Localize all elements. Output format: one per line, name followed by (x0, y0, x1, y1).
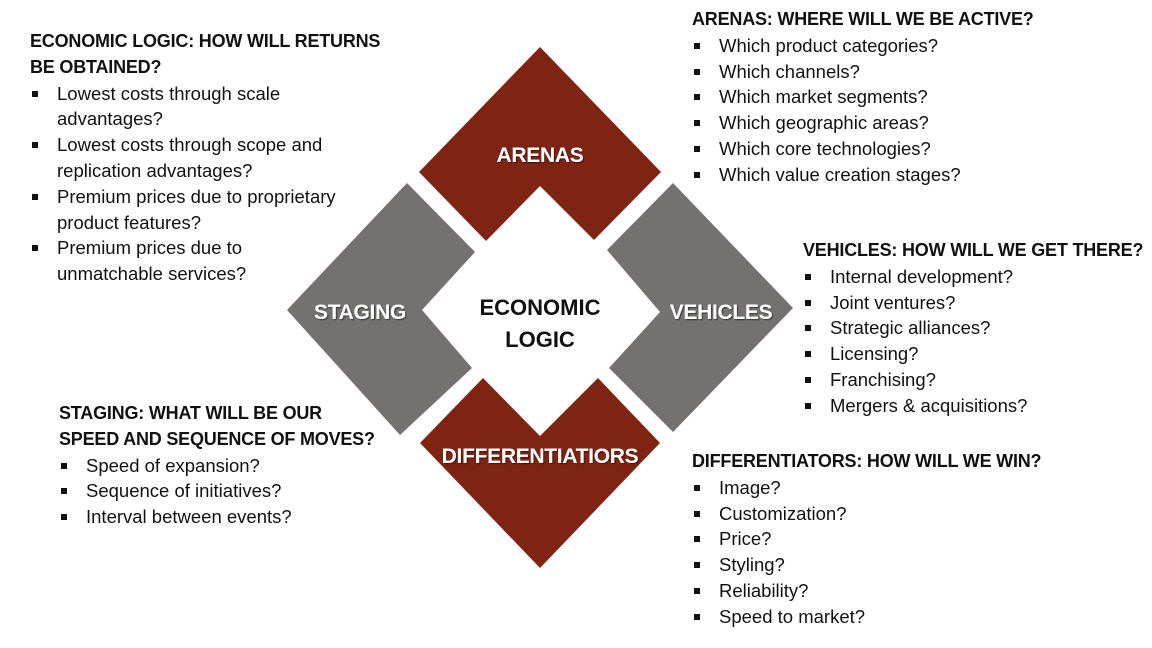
vehicles-label: VEHICLES (670, 301, 773, 324)
bullet-square-icon (32, 142, 38, 149)
vehicles-shape: VEHICLES (607, 183, 793, 432)
bullet-square-icon (805, 325, 811, 332)
vehicles-block: VEHICLES: HOW WILL WE GET THERE? Interna… (803, 238, 1152, 419)
bullet-square-icon (805, 351, 811, 358)
bullet-square-icon (694, 145, 700, 152)
list-item: Speed to market? (692, 604, 1112, 630)
staging-label: STAGING (314, 301, 406, 324)
bullet-square-icon (694, 562, 700, 569)
differentiators-block: DIFFERENTIATORS: HOW WILL WE WIN? Image?… (692, 449, 1112, 630)
list-item: Reliability? (692, 578, 1112, 604)
list-item: Which geographic areas? (692, 110, 1132, 136)
list-item: Joint ventures? (803, 290, 1152, 316)
bullet-square-icon (694, 510, 700, 517)
bullet-square-icon (694, 42, 700, 49)
bullet-square-icon (694, 484, 700, 491)
list-item: Internal development? (803, 264, 1152, 290)
list-item: Customization? (692, 501, 1112, 527)
list-item: Which value creation stages? (692, 162, 1132, 188)
bullet-square-icon (61, 462, 67, 469)
list-item: Franchising? (803, 367, 1152, 393)
staging-list: Speed of expansion? Sequence of initiati… (59, 453, 409, 530)
list-item: Sequence of initiatives? (59, 478, 409, 504)
list-item: Which product categories? (692, 33, 1132, 59)
bullet-square-icon (61, 514, 67, 521)
heading-line: BE OBTAINED? (30, 56, 162, 77)
center-label-line2: LOGIC (505, 327, 575, 352)
bullet-square-icon (694, 68, 700, 75)
staging-block: STAGING: WHAT WILL BE OUR SPEED AND SEQU… (59, 401, 409, 530)
vehicles-heading: VEHICLES: HOW WILL WE GET THERE? (803, 240, 1144, 260)
bullet-square-icon (694, 94, 700, 101)
arenas-heading: ARENAS: WHERE WILL WE BE ACTIVE? (692, 9, 1034, 29)
list-item: Strategic alliances? (803, 315, 1152, 341)
bullet-square-icon (694, 613, 700, 620)
differentiators-heading: DIFFERENTIATORS: HOW WILL WE WIN? (692, 451, 1042, 471)
bullet-square-icon (32, 193, 38, 200)
heading-line: SPEED AND SEQUENCE OF MOVES? (59, 428, 375, 449)
bullet-square-icon (805, 299, 811, 306)
list-item: Which channels? (692, 59, 1132, 85)
heading-line: STAGING: WHAT WILL BE OUR (59, 403, 322, 423)
arenas-list: Which product categories? Which channels… (692, 33, 1132, 188)
arenas-label: ARENAS (497, 144, 584, 167)
arenas-block: ARENAS: WHERE WILL WE BE ACTIVE? Which p… (692, 7, 1132, 188)
list-item: Image? (692, 475, 1112, 501)
list-item: Styling? (692, 552, 1112, 578)
list-item: Speed of expansion? (59, 453, 409, 479)
economic-logic-block: ECONOMIC LOGIC: HOW WILL RETURNS BE OBTA… (30, 29, 410, 287)
list-item: Which core technologies? (692, 136, 1132, 162)
economic-logic-heading: ECONOMIC LOGIC: HOW WILL RETURNS BE OBTA… (30, 29, 410, 81)
differentiators-label: DIFFERENTIATIORS (442, 445, 639, 468)
staging-heading: STAGING: WHAT WILL BE OUR SPEED AND SEQU… (59, 401, 409, 453)
heading-line: ECONOMIC LOGIC: HOW WILL RETURNS (30, 31, 381, 51)
list-item: Interval between events? (59, 504, 409, 530)
bullet-square-icon (694, 587, 700, 594)
bullet-square-icon (32, 245, 38, 252)
arenas-shape: ARENAS (419, 47, 661, 241)
bullet-square-icon (694, 536, 700, 543)
bullet-square-icon (805, 273, 811, 280)
list-item: Price? (692, 526, 1112, 552)
bullet-square-icon (805, 376, 811, 383)
bullet-square-icon (694, 171, 700, 178)
list-item: Mergers & acquisitions? (803, 393, 1152, 419)
staging-shape: STAGING (287, 183, 475, 435)
differentiators-list: Image? Customization? Price? Styling? Re… (692, 475, 1112, 630)
center-label-line1: ECONOMIC (480, 295, 601, 320)
bullet-square-icon (694, 120, 700, 127)
bullet-square-icon (61, 488, 67, 495)
differentiators-shape: DIFFERENTIATIORS (420, 378, 660, 568)
list-item: Licensing? (803, 341, 1152, 367)
bullet-square-icon (805, 402, 811, 409)
economic-logic-center: ECONOMIC LOGIC (480, 295, 601, 352)
list-item: Which market segments? (692, 84, 1132, 110)
bullet-square-icon (32, 90, 38, 97)
vehicles-list: Internal development? Joint ventures? St… (803, 264, 1152, 419)
